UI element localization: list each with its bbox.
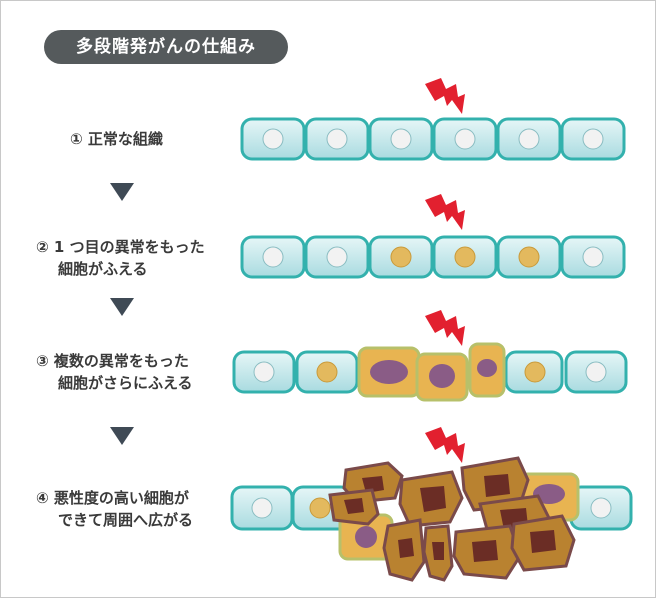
mutated-cell bbox=[496, 235, 562, 279]
mutated-cell bbox=[504, 350, 564, 394]
advanced-cell bbox=[468, 342, 506, 398]
step-2-label-line2: 細胞がふえる bbox=[58, 260, 148, 278]
normal-cell bbox=[230, 485, 294, 531]
row-2-tissue bbox=[240, 235, 626, 279]
normal-cell bbox=[564, 350, 628, 394]
step-3-label-line2: 細胞がさらにふえる bbox=[58, 374, 193, 392]
normal-cell bbox=[304, 117, 370, 161]
diagram-title: 多段階発がんの仕組み bbox=[44, 30, 288, 64]
normal-cell bbox=[304, 235, 370, 279]
malignant-cell bbox=[328, 488, 380, 526]
down-arrow-2 bbox=[110, 298, 134, 316]
step-1-label: ① 正常な組織 bbox=[70, 130, 163, 148]
advanced-cell bbox=[357, 346, 421, 398]
mutated-cell bbox=[295, 350, 359, 394]
malignant-cell bbox=[460, 456, 530, 512]
normal-cell bbox=[560, 117, 626, 161]
normal-cell bbox=[569, 485, 633, 531]
advanced-cell bbox=[338, 513, 394, 561]
lightning-icon bbox=[425, 194, 465, 230]
mutated-cell bbox=[368, 235, 434, 279]
lightning-icon bbox=[425, 310, 465, 346]
step-4-label-line2: できて周囲へ広がる bbox=[58, 511, 194, 529]
malignant-cell bbox=[452, 524, 522, 580]
step-3-label-line1: ③ 複数の異常をもった bbox=[36, 352, 189, 370]
normal-cell bbox=[232, 350, 296, 394]
down-arrow-3 bbox=[110, 427, 134, 445]
normal-cell bbox=[560, 235, 626, 279]
lightning-icon bbox=[425, 78, 465, 114]
lightning-icon bbox=[425, 427, 465, 463]
row-1-tissue bbox=[240, 117, 626, 161]
malignant-cell bbox=[398, 470, 464, 528]
malignant-cell bbox=[382, 518, 426, 582]
advanced-cell bbox=[415, 352, 469, 402]
mutated-cell bbox=[432, 235, 498, 279]
row-4-tissue bbox=[230, 456, 633, 582]
step-4-label-line1: ④ 悪性度の高い細胞が bbox=[36, 489, 189, 507]
normal-cell bbox=[240, 235, 306, 279]
normal-cell bbox=[496, 117, 562, 161]
malignant-cell bbox=[422, 524, 454, 582]
normal-cell bbox=[368, 117, 434, 161]
step-2-label-line1: ② 1 つ目の異常をもった bbox=[36, 238, 205, 256]
malignant-cell bbox=[510, 514, 576, 572]
normal-cell bbox=[432, 117, 498, 161]
row-3-tissue bbox=[232, 342, 628, 402]
down-arrow-1 bbox=[110, 183, 134, 201]
normal-cell bbox=[240, 117, 306, 161]
